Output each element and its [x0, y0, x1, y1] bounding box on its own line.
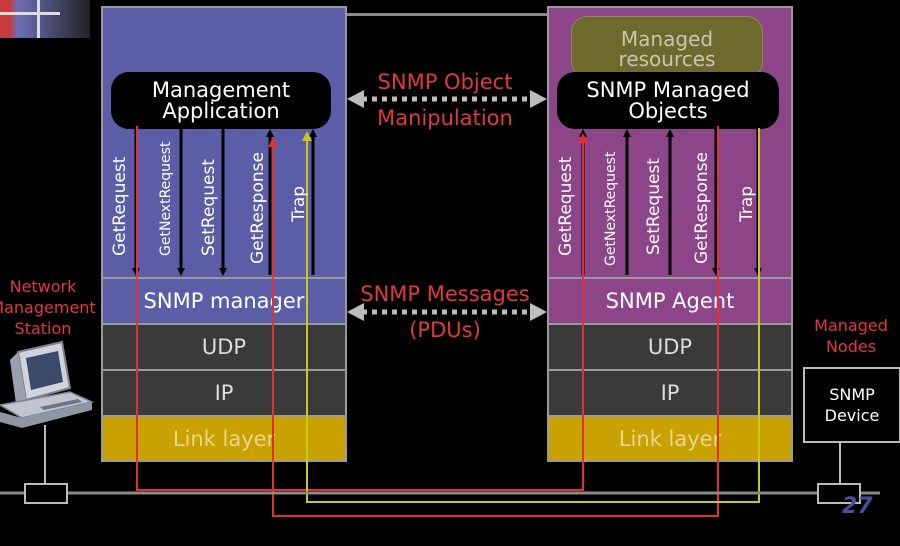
manager-ip-layer: IP: [103, 369, 345, 415]
agent-snmp-layer: SNMP Agent: [549, 277, 791, 323]
management-application: Management Application: [111, 72, 331, 129]
object-manipulation-right-head: [530, 90, 547, 108]
agt-label-setrequest: SetRequest: [644, 158, 664, 255]
managed-resources-label: Managed resources: [618, 27, 716, 71]
page-number: 27: [842, 494, 873, 519]
agent-ip-label: IP: [660, 381, 680, 405]
manager-link-layer: Link layer: [103, 415, 345, 460]
mgr-label-setrequest: SetRequest: [199, 159, 219, 256]
agent-link-layer: Link layer: [549, 415, 791, 460]
top-rule: [346, 13, 548, 16]
mgr-label-getnextrequest: GetNextRequest: [158, 141, 174, 256]
nms-label: Network Management Station: [0, 277, 96, 338]
manager-udp-label: UDP: [201, 335, 247, 359]
manager-snmp-label: SNMP manager: [143, 289, 305, 313]
messages-right-head: [530, 303, 547, 321]
snmp-device-label: SNMP Device: [824, 385, 880, 425]
agent-udp-label: UDP: [647, 335, 693, 359]
corner-decoration: [0, 0, 90, 38]
managed-nodes-label: Managed Nodes: [814, 316, 888, 356]
corner-cross-h: [0, 12, 60, 15]
mgr-label-getresponse: GetResponse: [248, 152, 268, 264]
snmp-managed-objects-label: SNMP Managed Objects: [586, 77, 750, 123]
agent-link-label: Link layer: [618, 426, 722, 451]
manager-link-label: Link layer: [172, 426, 276, 451]
corner-cross-v: [37, 0, 40, 38]
mgr-label-trap: Trap: [289, 185, 309, 222]
manager-snmp-layer: SNMP manager: [103, 277, 345, 323]
mgr-label-getrequest: GetRequest: [110, 156, 130, 256]
agent-snmp-label: SNMP Agent: [605, 289, 735, 313]
agt-label-getrequest: GetRequest: [556, 156, 576, 256]
agent-udp-layer: UDP: [549, 323, 791, 369]
computer-icon: [0, 340, 95, 428]
management-application-label: Management Application: [151, 77, 291, 123]
red-request-path: [136, 126, 588, 491]
manager-udp-layer: UDP: [103, 323, 345, 369]
manager-ip-label: IP: [214, 381, 234, 405]
snmp-device: SNMP Device: [803, 367, 900, 443]
red-response-path: [268, 126, 719, 517]
agt-label-trap: Trap: [737, 185, 757, 222]
snmp-messages-caption: SNMP Messages (PDUs): [360, 282, 530, 342]
bus-connector-left: [24, 483, 68, 504]
agt-label-getresponse: GetResponse: [692, 152, 712, 264]
yellow-trap-path: [302, 128, 760, 503]
object-manipulation-left-head: [347, 90, 364, 108]
object-manipulation-caption: SNMP Object Manipulation: [377, 70, 513, 130]
agent-ip-layer: IP: [549, 369, 791, 415]
messages-left-head: [347, 303, 364, 321]
snmp-managed-objects: SNMP Managed Objects: [557, 72, 779, 129]
agt-label-getnextrequest: GetNextRequest: [603, 151, 619, 266]
